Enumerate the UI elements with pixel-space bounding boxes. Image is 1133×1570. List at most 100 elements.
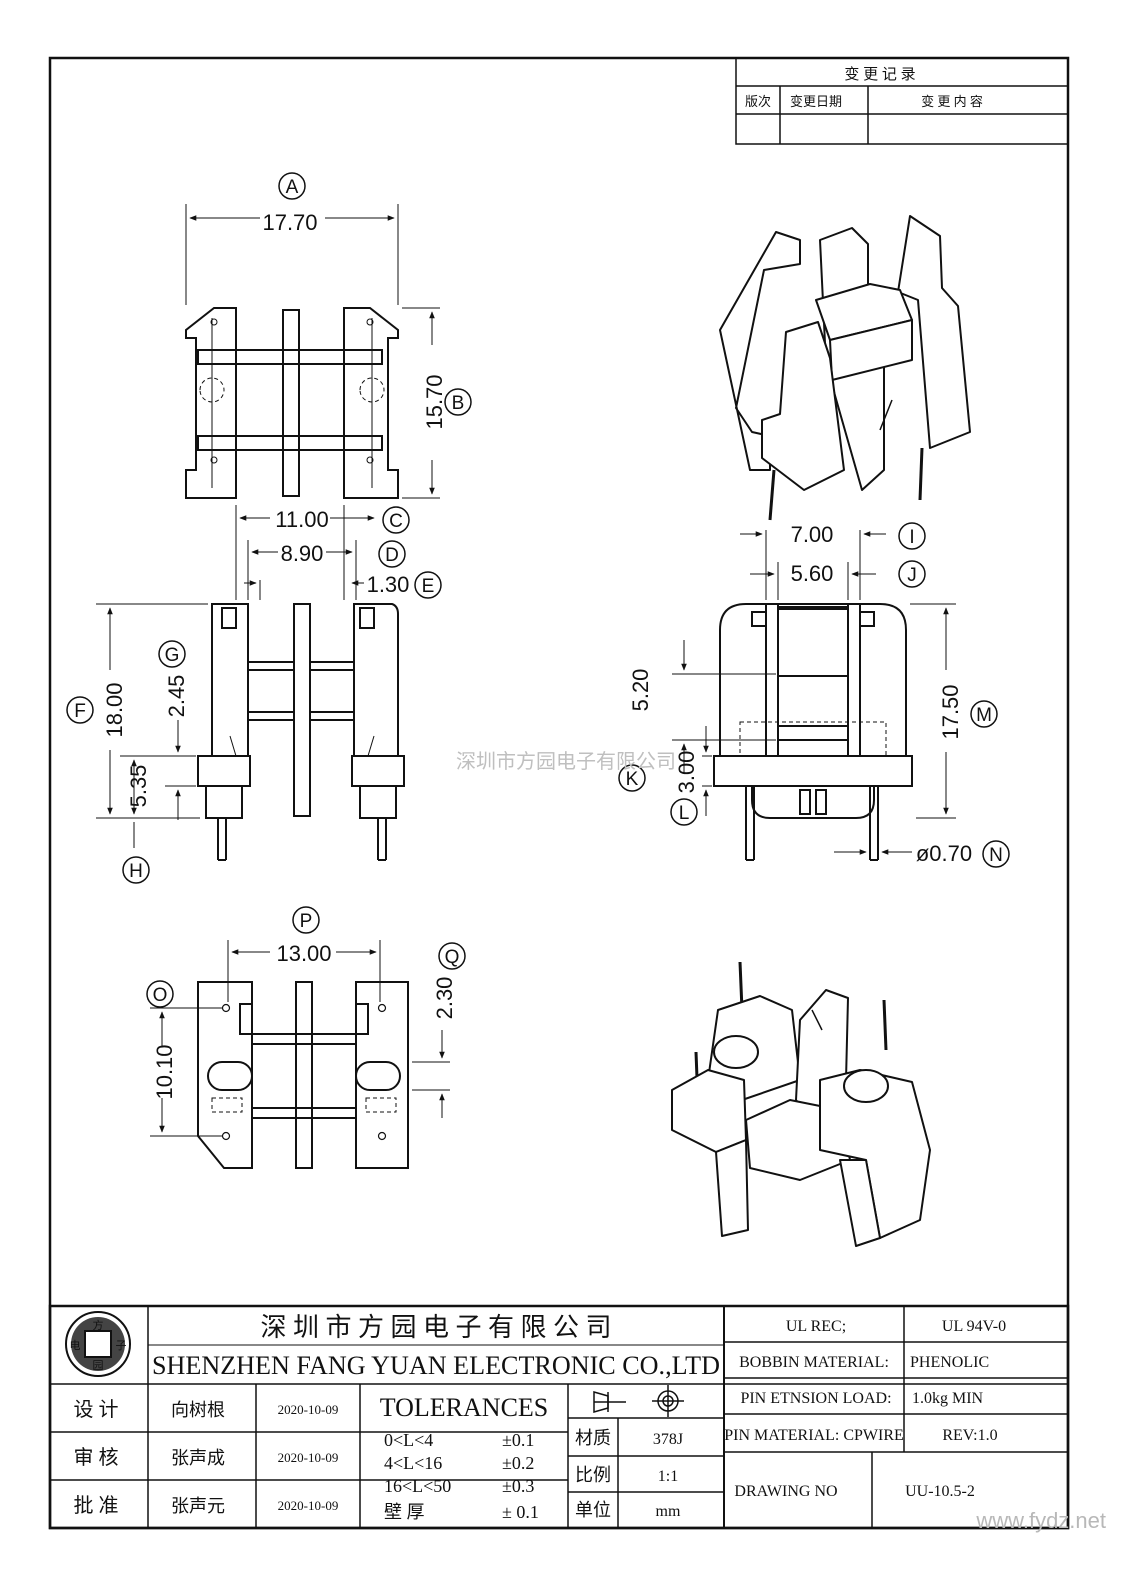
tolerance-value-3: ±0.3 [502,1476,534,1496]
front-view-height-dims [96,603,208,848]
front-view [197,603,405,861]
callout-i [898,522,926,550]
approval-role-design: 设 计 [74,1398,119,1421]
logo-char-right: 子 [116,1339,127,1352]
drawing-no-value: UU-10.5-2 [905,1483,975,1500]
tolerance-value-2: ±0.2 [502,1453,534,1473]
revision-col-date: 变更日期 [790,94,842,109]
callout-h-label: H [129,861,143,882]
dim-q-value: 2.30 [432,977,457,1020]
pin-load-label: PIN ETNSION LOAD: [740,1390,891,1407]
callout-j-label: J [907,565,917,586]
unit-label: 单位 [575,1500,611,1520]
logo-char-bottom: 园 [93,1359,104,1372]
dim-h-value: 5.35 [126,765,151,808]
rev-value: REV:1.0 [942,1427,997,1444]
dim-b-value: 15.70 [422,374,447,429]
projection-symbol-icon [593,1385,684,1417]
pin-material-label: PIN MATERIAL: CPWIRE [724,1427,904,1444]
approval-name-approve: 张声元 [171,1496,225,1516]
approval-date-approve: 2020-10-09 [278,1498,339,1513]
callout-f-label: F [74,701,86,722]
callout-m [970,700,998,728]
logo-char-top: 方 [93,1318,104,1332]
dim-p-value: 13.00 [276,941,331,966]
approval-name-review: 张声成 [171,1448,225,1468]
revision-table [735,57,1069,145]
callout-b-label: B [452,393,465,414]
callout-e-label: E [422,576,435,597]
callout-c-label: C [389,511,403,532]
callout-k [618,764,646,792]
ul-rec-label: UL REC; [786,1318,846,1335]
callout-q [438,942,466,970]
callout-g-label: G [165,645,180,666]
dim-c-value: 11.00 [275,507,328,532]
callout-h [122,856,150,884]
material-value: 378J [653,1431,683,1448]
tolerance-range-2: 4<L<16 [384,1453,442,1473]
bobbin-material-value: PHENOLIC [910,1354,989,1371]
callout-l [670,798,698,826]
revision-col-content: 变 更 内 容 [921,94,983,109]
callout-p [292,906,320,934]
company-logo: 方 电 子 园 [65,1311,131,1377]
dim-e-value: 1.30 [367,572,410,597]
dim-g-value: 2.45 [164,675,189,718]
callout-k-label: K [626,769,639,790]
tolerance-range-4: 壁 厚 [384,1502,425,1522]
callout-i-label: I [909,527,914,548]
dim-j-value: 5.60 [791,561,834,586]
bottom-view [197,981,409,1169]
callout-j [898,560,926,588]
side-view [713,603,913,861]
approval-role-review: 审 核 [74,1446,119,1469]
site-watermark: www.fydz.net [975,1508,1106,1533]
tolerance-range-3: 16<L<50 [384,1476,451,1496]
callout-n [982,840,1010,868]
side-view-dims [672,530,956,855]
callout-n-label: N [989,845,1003,866]
approval-date-review: 2020-10-09 [278,1450,339,1465]
callout-d-label: D [385,545,399,566]
scale-label: 比例 [575,1465,611,1485]
material-label: 材质 [575,1428,611,1448]
callout-p-label: P [300,911,313,932]
isometric-view-top [719,215,971,521]
title-block [48,1304,1070,1530]
dim-l-value: 3.00 [674,751,699,794]
unit-value: mm [656,1503,681,1520]
callout-m-label: M [976,705,992,726]
drawing-no-label: DRAWING NO [734,1483,837,1500]
isometric-view-bottom [671,961,931,1247]
approval-role-approve: 批 准 [74,1494,119,1517]
dim-o-value: 10.10 [152,1044,177,1099]
pin-load-value: 1.0kg MIN [912,1390,984,1407]
dim-n-value: ø0.70 [916,841,972,866]
dim-m-value: 17.50 [938,684,963,739]
bottom-view-dims [150,940,450,1137]
callout-o [146,980,174,1008]
scale-value: 1:1 [658,1468,678,1485]
company-watermark: 深圳市方园电子有限公司 [456,749,676,773]
approval-date-design: 2020-10-09 [278,1402,339,1417]
callout-q-label: Q [445,947,460,968]
tolerances-title: TOLERANCES [380,1393,549,1422]
tolerance-value-4: ± 0.1 [502,1502,539,1522]
top-view [185,307,399,499]
callout-e [414,571,442,599]
callout-o-label: O [153,985,168,1006]
callout-a [278,172,306,200]
dim-f-value: 18.00 [102,682,127,737]
company-name-en: SHENZHEN FANG YUAN ELECTRONIC CO.,LTD [152,1351,720,1380]
revision-table-title: 变 更 记 录 [844,66,915,83]
approval-name-design: 向树根 [171,1400,225,1420]
dim-i-value: 7.00 [791,522,834,547]
logo-char-left: 电 [70,1339,81,1352]
front-view-width-dims [235,505,375,600]
callout-g [158,640,186,668]
dim-a-value: 17.70 [262,210,317,235]
callout-a-label: A [286,177,299,198]
bobbin-material-label: BOBBIN MATERIAL: [739,1354,889,1371]
